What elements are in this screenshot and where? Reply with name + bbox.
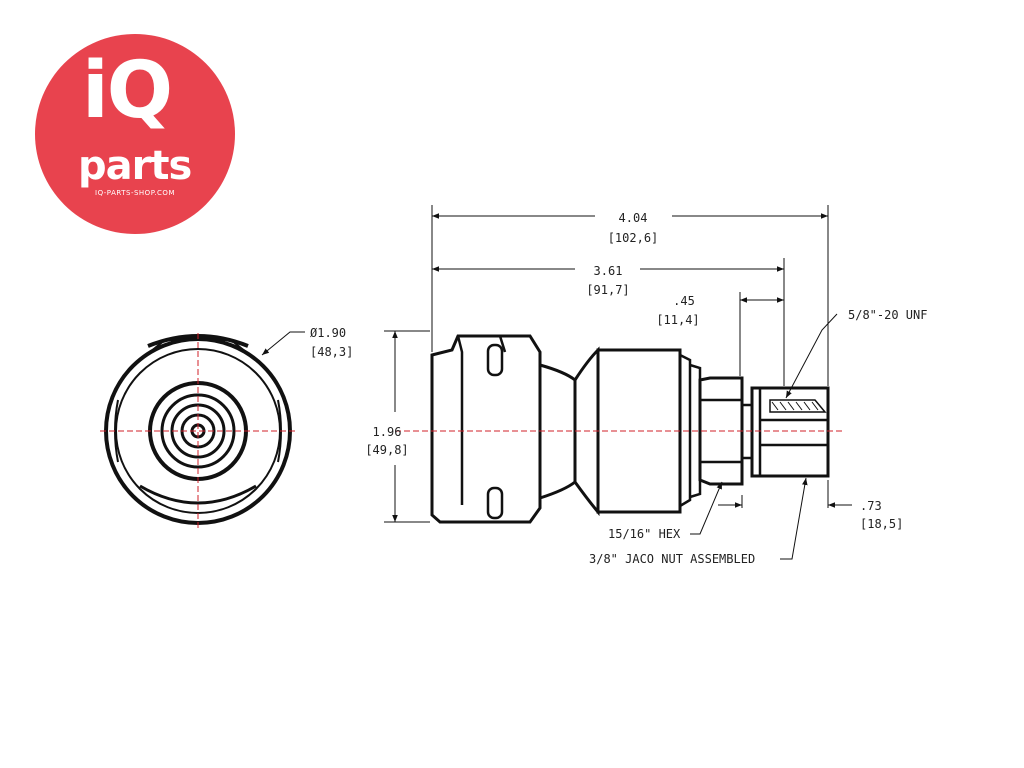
nut-callout: 3/8" JACO NUT ASSEMBLED — [589, 552, 755, 566]
thread-end-value: .73 — [860, 499, 882, 513]
diameter-metric: [48,3] — [310, 345, 353, 359]
height-metric: [49,8] — [365, 443, 408, 457]
side-view — [430, 334, 830, 524]
dimension-lines — [261, 205, 852, 560]
thread-callout: 5/8"-20 UNF — [848, 308, 927, 322]
overall-length-value: 4.04 — [619, 211, 648, 225]
hex-callout: 15/16" HEX — [608, 527, 681, 541]
diameter-value: Ø1.90 — [310, 326, 346, 340]
body-length-value: 3.61 — [594, 264, 623, 278]
logo-parts-text: parts — [78, 143, 192, 189]
iq-parts-logo: iQ parts IQ-PARTS-SHOP.COM — [35, 34, 235, 234]
body-length-metric: [91,7] — [586, 283, 629, 297]
end-view-centerlines — [100, 333, 296, 529]
nut-length-value: .45 — [673, 294, 695, 308]
overall-length-metric: [102,6] — [608, 231, 659, 245]
dimension-labels: 4.04 [102,6] 3.61 [91,7] .45 [11,4] 1.96… — [310, 211, 927, 566]
thread-end-metric: [18,5] — [860, 517, 903, 531]
height-value: 1.96 — [373, 425, 402, 439]
logo-iq-text: iQ — [82, 46, 173, 136]
logo-tagline: IQ-PARTS-SHOP.COM — [95, 189, 175, 197]
nut-length-metric: [11,4] — [656, 313, 699, 327]
